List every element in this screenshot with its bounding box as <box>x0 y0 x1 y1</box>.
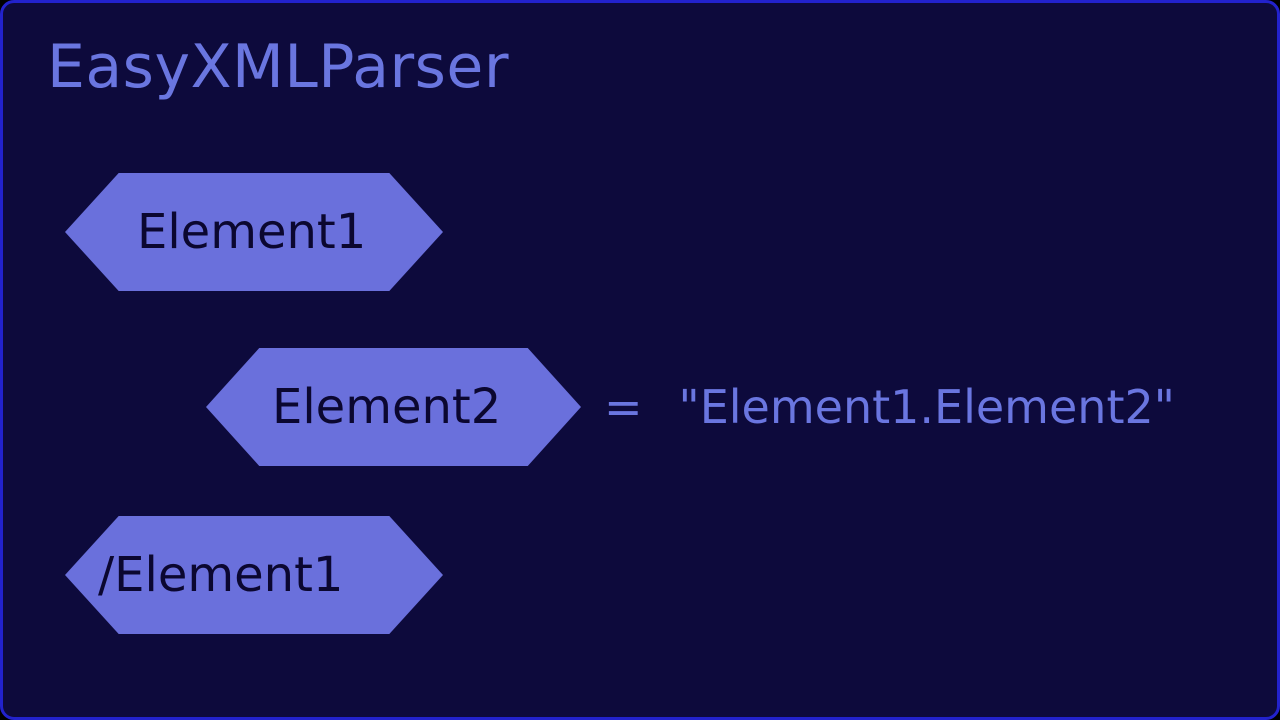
xml-node-label: Element1 <box>137 204 367 260</box>
path-equation: = "Element1.Element2" <box>604 381 1175 433</box>
xml-node-label: /Element1 <box>98 547 344 603</box>
xml-node-element1-open[interactable]: Element1 <box>65 173 443 291</box>
page-title: EasyXMLParser <box>47 32 510 102</box>
equation-result-value: "Element1.Element2" <box>678 380 1175 434</box>
xml-node-element2-open[interactable]: Element2 <box>206 348 581 466</box>
equals-operator: = <box>604 380 643 434</box>
xml-node-label: Element2 <box>272 379 502 435</box>
xml-node-element1-close[interactable]: /Element1 <box>65 516 443 634</box>
